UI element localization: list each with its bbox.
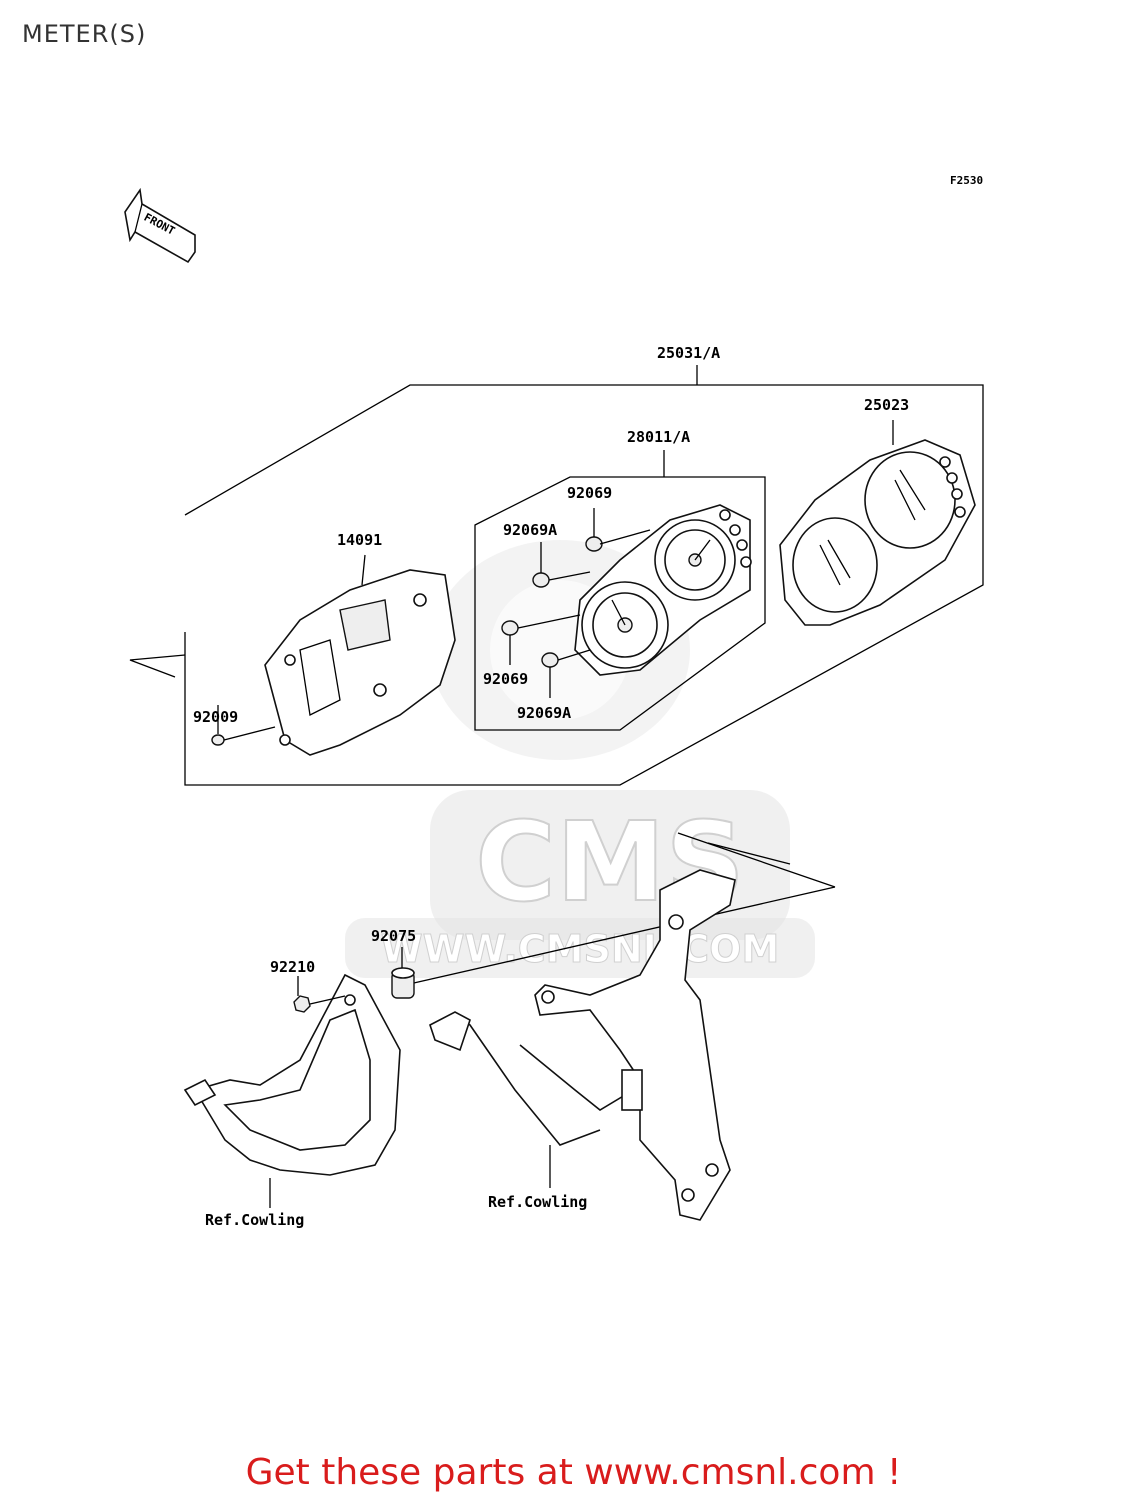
- fastener-92069-top: [585, 508, 651, 552]
- fastener-92069A-bottom: [541, 649, 591, 698]
- label-92069A-top: 92069A: [503, 521, 557, 539]
- label-92075: 92075: [371, 927, 416, 945]
- meter-cover-25023: [779, 420, 976, 626]
- label-25031: 25031/A: [657, 344, 720, 362]
- page-title: METER(S): [22, 20, 147, 48]
- fastener-92069A-top: [532, 542, 591, 588]
- label-92069-top: 92069: [567, 484, 612, 502]
- grommet-92075: [391, 947, 415, 999]
- figure-code: F2530: [950, 174, 983, 187]
- meter-case-14091: [264, 554, 456, 756]
- label-28011: 28011/A: [627, 428, 690, 446]
- meter-gauges-28011: [574, 504, 752, 676]
- label-92009: 92009: [193, 708, 238, 726]
- label-ref-cowling-right: Ref.Cowling: [488, 1193, 587, 1211]
- label-14091: 14091: [337, 531, 382, 549]
- front-arrow-icon: FRONT: [124, 187, 196, 264]
- fastener-92069-bottom: [501, 614, 581, 665]
- watermark-url: WWW.CMSNL.COM: [381, 927, 780, 971]
- label-92069A-bottom: 92069A: [517, 704, 571, 722]
- promo-link[interactable]: Get these parts at www.cmsnl.com !: [245, 1452, 902, 1493]
- label-ref-cowling-left: Ref.Cowling: [205, 1211, 304, 1229]
- nut-92210: [293, 976, 346, 1013]
- bracket-left: [183, 973, 401, 1208]
- label-25023: 25023: [864, 396, 909, 414]
- bracket-right: [429, 869, 736, 1221]
- label-92069-bottom: 92069: [483, 670, 528, 688]
- screw-92009: [211, 705, 276, 746]
- label-92210: 92210: [270, 958, 315, 976]
